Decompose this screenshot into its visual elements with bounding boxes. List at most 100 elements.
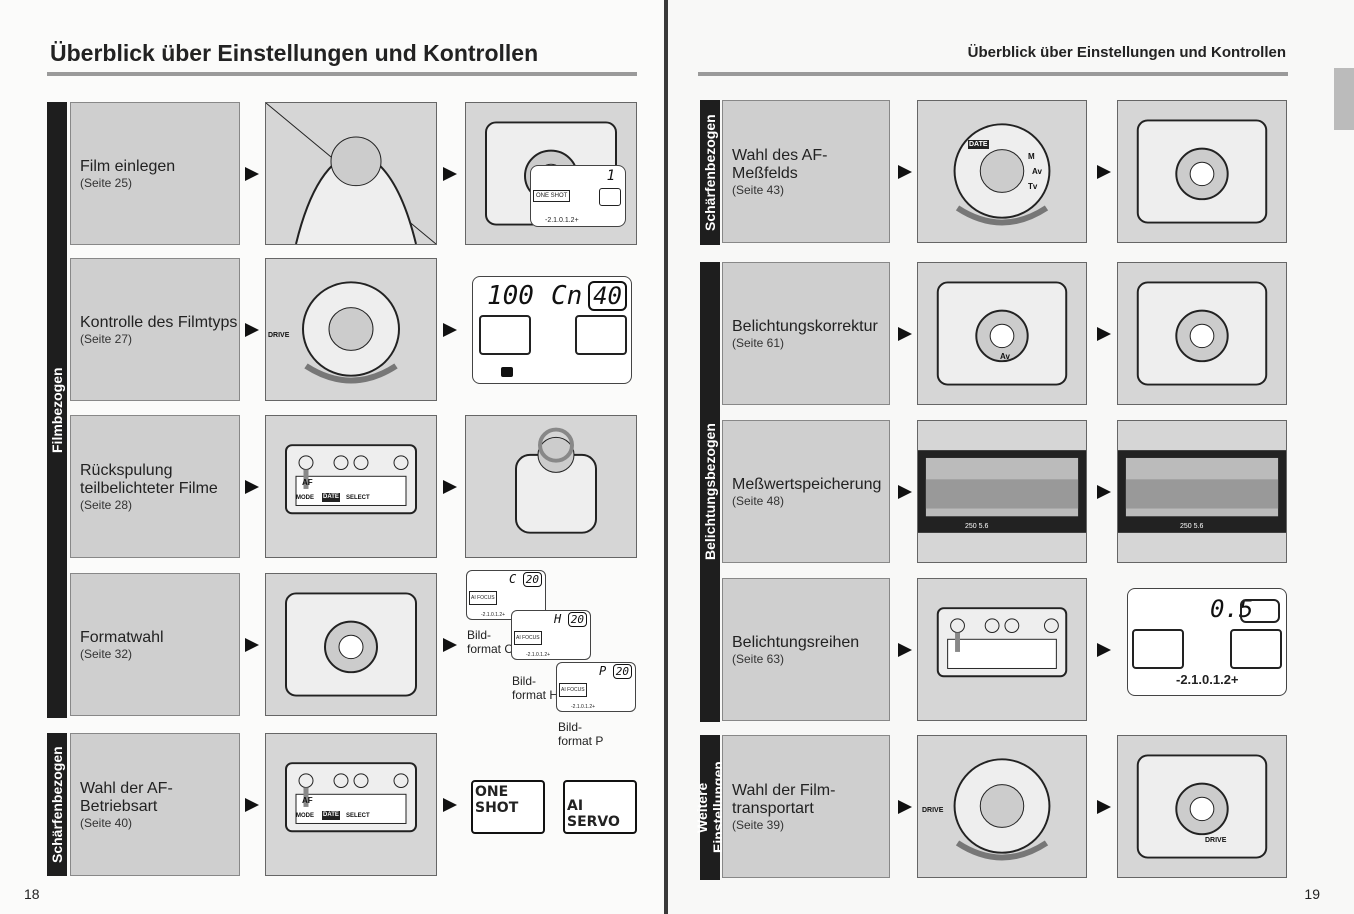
lcd-panel: 100 Cn 40 bbox=[472, 276, 632, 384]
caption-line: Bild- bbox=[558, 720, 583, 734]
caption-line: format C bbox=[467, 642, 514, 656]
arrow-right-icon bbox=[245, 638, 259, 652]
band-filmbezogen: Filmbezogen bbox=[47, 102, 67, 718]
page-reference: (Seite 40) bbox=[80, 815, 133, 830]
frame-count: 20 bbox=[522, 572, 542, 587]
setting-label: Belichtungsreihen bbox=[732, 633, 860, 651]
page-reference: (Seite 39) bbox=[732, 817, 785, 832]
date-label: DATE bbox=[322, 811, 340, 820]
lcd-panel: 0.5 -2.1.0.1.2+ bbox=[1127, 588, 1287, 696]
date-label: DATE bbox=[322, 493, 340, 502]
exposure-scale: -2.1.0.1.2+ bbox=[526, 652, 551, 658]
title-rule bbox=[698, 72, 1288, 76]
af-label: AF bbox=[302, 796, 313, 805]
af-indicator: AI FOCUS bbox=[469, 591, 497, 605]
setting-box: Kontrolle des Filmtyps (Seite 27) bbox=[70, 258, 240, 401]
camera-illustration bbox=[917, 578, 1087, 721]
arrow-right-icon bbox=[1097, 643, 1111, 657]
caption-line: format P bbox=[558, 734, 604, 748]
exposure-scale: -2.1.0.1.2+ bbox=[481, 612, 506, 618]
lcd-box bbox=[599, 188, 621, 206]
caption-line: Bild- bbox=[512, 674, 537, 688]
format-lcd: H 20 AI FOCUS -2.1.0.1.2+ bbox=[511, 610, 591, 660]
one-shot-display: ONE SHOT bbox=[471, 780, 545, 834]
setting-label: Belichtungskorrektur bbox=[732, 317, 878, 335]
setting-label: Wahl der Film-transportart bbox=[732, 781, 836, 817]
arrow-right-icon bbox=[1097, 485, 1111, 499]
lcd-box bbox=[479, 315, 531, 355]
camera-illustration bbox=[265, 102, 437, 245]
caption-line: Bild- bbox=[467, 628, 492, 642]
av-button-label: Av bbox=[1000, 352, 1010, 361]
setting-box: Film einlegen (Seite 25) bbox=[70, 102, 240, 245]
camera-illustration bbox=[465, 415, 637, 558]
af-label: AF bbox=[302, 478, 313, 487]
af-mode-indicator: ONE SHOT bbox=[533, 190, 571, 202]
arrow-right-icon bbox=[1097, 327, 1111, 341]
camera-illustration bbox=[1117, 735, 1287, 878]
page-number: 18 bbox=[24, 886, 40, 902]
dial-av-label: Av bbox=[1032, 167, 1042, 176]
band-weitere-einstellungen: Weitere Einstellungen bbox=[694, 735, 726, 880]
page-reference: (Seite 43) bbox=[732, 182, 785, 197]
page-number: 19 bbox=[1304, 886, 1320, 902]
setting-box: Belichtungsreihen (Seite 63) bbox=[722, 578, 890, 721]
format-caption: Bild-format P bbox=[558, 720, 603, 748]
arrow-right-icon bbox=[245, 167, 259, 181]
ai-servo-display: AI SERVO bbox=[563, 780, 637, 834]
format-letter: C bbox=[509, 572, 517, 586]
frame-count: 20 bbox=[612, 664, 632, 679]
arrow-right-icon bbox=[898, 485, 912, 499]
thumb-tab bbox=[1334, 68, 1354, 130]
arrow-right-icon bbox=[898, 327, 912, 341]
arrow-right-icon bbox=[443, 798, 457, 812]
page-reference: (Seite 27) bbox=[80, 331, 133, 346]
band-schaerfenbezogen: Schärfenbezogen bbox=[700, 100, 720, 245]
viewfinder-readout: 250 5.6 bbox=[1180, 523, 1204, 530]
setting-label: Formatwahl bbox=[80, 628, 164, 646]
lcd-box bbox=[1240, 599, 1280, 623]
format-caption: Bild-format C bbox=[467, 628, 513, 656]
drive-label: DRIVE bbox=[1205, 837, 1227, 844]
drive-label: DRIVE bbox=[268, 332, 290, 339]
page-reference: (Seite 32) bbox=[80, 646, 133, 661]
band-belichtungsbezogen: Belichtungsbezogen bbox=[700, 262, 720, 722]
setting-label: Meßwertspeicherung bbox=[732, 475, 882, 493]
arrow-right-icon bbox=[443, 480, 457, 494]
exposure-scale: -2.1.0.1.2+ bbox=[545, 217, 579, 224]
setting-box: Belichtungskorrektur (Seite 61) bbox=[722, 262, 890, 405]
select-label: SELECT bbox=[346, 813, 370, 819]
film-icon bbox=[501, 367, 513, 377]
camera-illustration bbox=[265, 258, 437, 401]
format-lcd: P 20 AI FOCUS -2.1.0.1.2+ bbox=[556, 662, 636, 712]
setting-box: Formatwahl (Seite 32) bbox=[70, 573, 240, 716]
lcd-box bbox=[575, 315, 627, 355]
mode-label: MODE bbox=[296, 813, 314, 819]
dial-m-label: M bbox=[1028, 152, 1035, 161]
mode-label: MODE bbox=[296, 495, 314, 501]
setting-label: Rückspulung teilbelichteter Filme bbox=[80, 461, 218, 497]
page-reference: (Seite 28) bbox=[80, 497, 133, 512]
setting-box: Wahl der AF-Betriebsart (Seite 40) bbox=[70, 733, 240, 876]
frame-count: 20 bbox=[567, 612, 587, 627]
camera-illustration bbox=[1117, 100, 1287, 243]
camera-illustration bbox=[917, 420, 1087, 563]
select-label: SELECT bbox=[346, 495, 370, 501]
lcd-box bbox=[1132, 629, 1184, 669]
cn-display: Cn bbox=[551, 281, 583, 311]
af-indicator: AI FOCUS bbox=[559, 683, 587, 697]
setting-label: Wahl der AF-Betriebsart bbox=[80, 779, 173, 815]
exposure-scale: -2.1.0.1.2+ bbox=[1176, 672, 1239, 687]
arrow-right-icon bbox=[1097, 165, 1111, 179]
lcd-panel: 1 ONE SHOT -2.1.0.1.2+ bbox=[530, 165, 626, 227]
page-reference: (Seite 48) bbox=[732, 493, 785, 508]
page-reference: (Seite 63) bbox=[732, 651, 785, 666]
camera-illustration bbox=[917, 100, 1087, 243]
arrow-right-icon bbox=[898, 643, 912, 657]
iso-display: 100 bbox=[487, 281, 534, 311]
frame-count: 40 bbox=[588, 281, 627, 311]
camera-illustration bbox=[917, 735, 1087, 878]
arrow-right-icon bbox=[245, 323, 259, 337]
setting-box: Meßwertspeicherung (Seite 48) bbox=[722, 420, 890, 563]
camera-illustration bbox=[1117, 420, 1287, 563]
